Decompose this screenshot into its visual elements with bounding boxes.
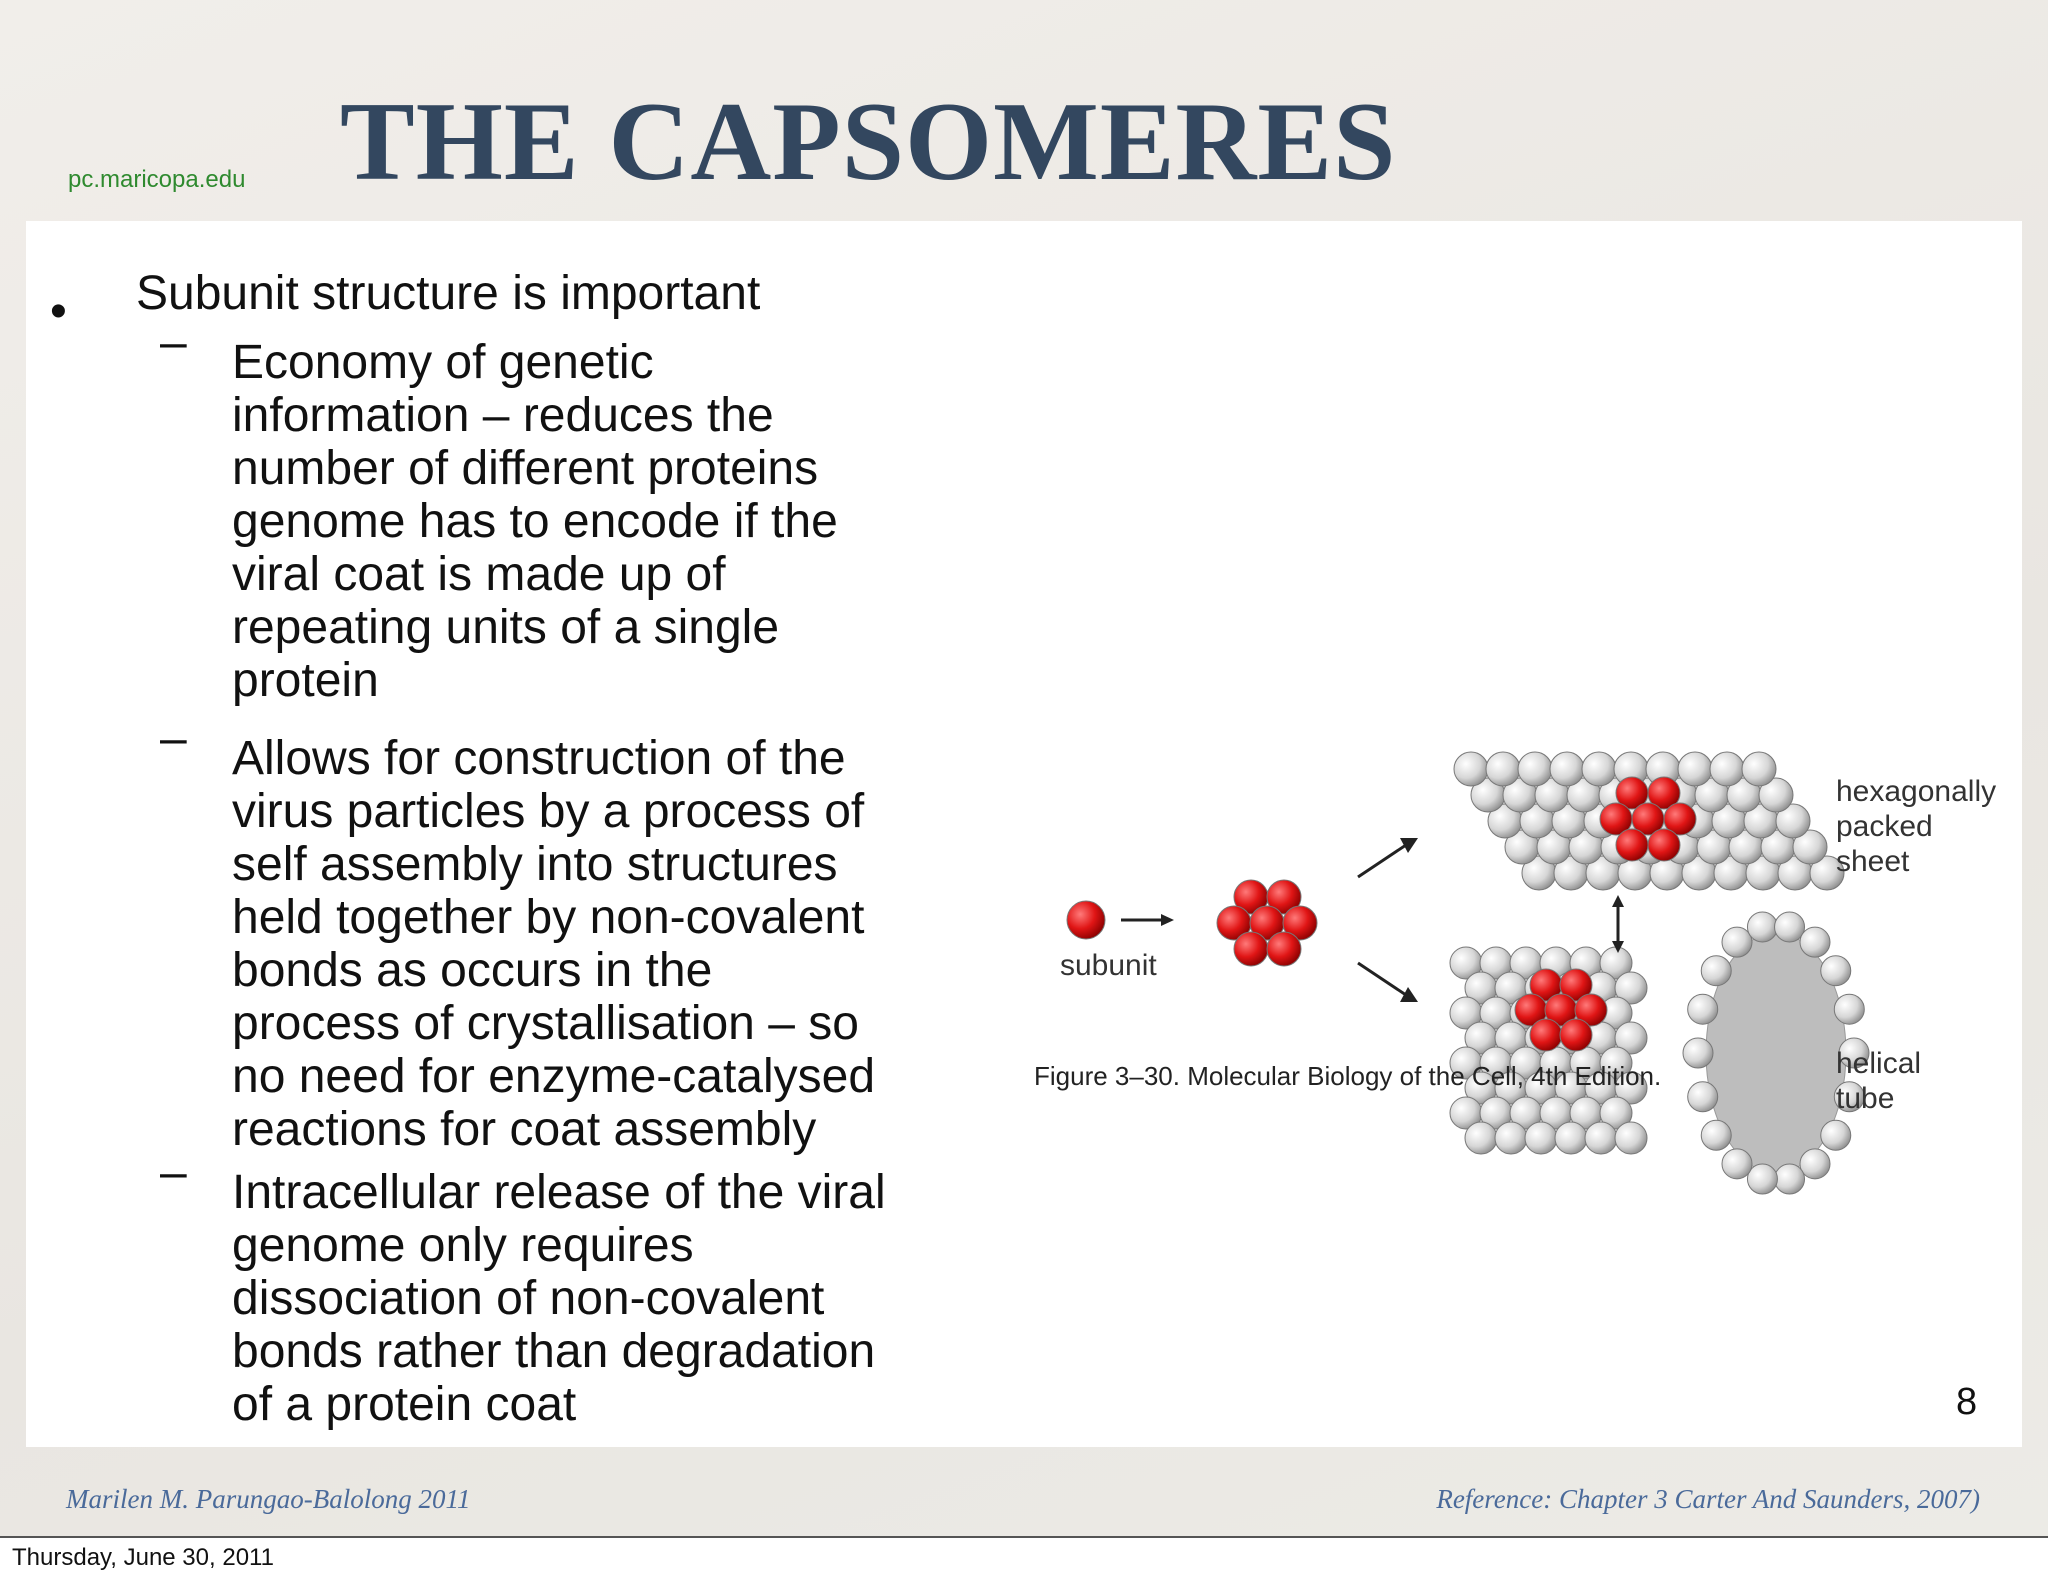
sub-bullet-dash: – (160, 1146, 187, 1199)
sheet-red-sphere (1663, 802, 1697, 836)
footer-reference: Reference: Chapter 3 Carter And Saunders… (1436, 1484, 1980, 1514)
sheet-sphere (1677, 751, 1713, 787)
print-date: Thursday, June 30, 2011 (12, 1544, 274, 1571)
tube-rim-sphere (1774, 1163, 1806, 1195)
cluster-sphere (1282, 905, 1318, 941)
sheet-sphere (1453, 751, 1489, 787)
sub-bullet-economy: Economy of genetic information – reduces… (232, 336, 838, 707)
hexagonal-sheet (1453, 751, 1845, 891)
sheet-sphere (1792, 829, 1828, 865)
page-number: 8 (1956, 1381, 1978, 1423)
tube-rim-sphere (1799, 926, 1831, 958)
tube-rim-sphere (1833, 1081, 1865, 1113)
tube-sphere (1584, 1121, 1618, 1155)
footer-author: Marilen M. Parungao-Balolong 2011 (66, 1484, 471, 1514)
tube-sphere (1554, 1121, 1588, 1155)
slide-title: THE CAPSOMERES (340, 80, 1397, 204)
tube-rim-sphere (1833, 993, 1865, 1025)
tube-sphere (1614, 1021, 1648, 1055)
tube-sphere (1614, 1071, 1648, 1105)
sheet-red-sphere (1615, 828, 1649, 862)
figure-caption: Figure 3–30. Molecular Biology of the Ce… (1034, 1061, 1662, 1091)
tube-sphere (1464, 1121, 1498, 1155)
arrowhead-icon (1612, 941, 1624, 953)
sheet-sphere (1709, 751, 1745, 787)
content-panel: • Subunit structure is important – Econo… (26, 221, 2022, 1447)
arrows (1121, 838, 1624, 1002)
tube-rim-sphere (1687, 993, 1719, 1025)
cluster-sphere (1233, 931, 1269, 967)
tube-sphere (1494, 1121, 1528, 1155)
tube-red-sphere (1574, 993, 1608, 1027)
tube-red-sphere (1559, 968, 1593, 1002)
tube-rim-sphere (1721, 926, 1753, 958)
tube-rim-sphere (1687, 1081, 1719, 1113)
tube-rim-sphere (1746, 1163, 1778, 1195)
sheet-sphere (1809, 855, 1845, 891)
source-label: pc.maricopa.edu (68, 166, 246, 193)
arrow-to-tube (1357, 961, 1407, 997)
tube-rim-sphere (1799, 1148, 1831, 1180)
tube-rim-sphere (1746, 911, 1778, 943)
tube-sphere (1599, 1096, 1633, 1130)
tube-rim-sphere (1820, 955, 1852, 987)
tube-rim-sphere (1700, 1119, 1732, 1151)
arrowhead-icon (1400, 838, 1418, 853)
slide: pc.maricopa.edu THE CAPSOMERES • Subunit… (0, 0, 2048, 1536)
tube-red-sphere (1529, 1018, 1563, 1052)
arrowhead-icon (1400, 987, 1418, 1002)
sub-bullet-assembly: Allows for construction of the virus par… (232, 732, 876, 1156)
sheet-sphere (1741, 751, 1777, 787)
arrow-to-sheet (1357, 843, 1407, 879)
tube-red-sphere (1559, 1018, 1593, 1052)
sub-bullet-release: Intracellular release of the viral genom… (232, 1166, 886, 1431)
tube-rim-sphere (1700, 955, 1732, 987)
tube-sphere (1524, 1121, 1558, 1155)
sheet-sphere (1758, 777, 1794, 813)
tube-rim-sphere (1682, 1037, 1714, 1069)
arrowhead-icon (1612, 895, 1624, 907)
sub-bullet-dash: – (160, 316, 187, 369)
bullet-dot: • (50, 285, 67, 338)
main-bullet: Subunit structure is important (136, 267, 761, 320)
sheet-red-sphere (1647, 776, 1681, 810)
cluster-sphere (1266, 931, 1302, 967)
sheet-sphere (1549, 751, 1585, 787)
date-bar (0, 1536, 2048, 1578)
sheet-sphere (1775, 803, 1811, 839)
sheet-sphere (1581, 751, 1617, 787)
sheet-red-sphere (1647, 828, 1681, 862)
cluster-sphere (1266, 879, 1302, 915)
subunit-sphere (1066, 900, 1106, 940)
tube-rim-sphere (1820, 1119, 1852, 1151)
tube-sphere (1614, 971, 1648, 1005)
arrowhead-icon (1161, 914, 1174, 926)
tube-rim-sphere (1721, 1148, 1753, 1180)
sheet-sphere (1517, 751, 1553, 787)
red-subunits (1066, 776, 1697, 1052)
tube-rim-sphere (1838, 1037, 1870, 1069)
sub-bullet-dash: – (160, 712, 187, 765)
tube-sphere (1599, 1046, 1633, 1080)
label-subunit: subunit (1060, 949, 1157, 982)
sheet-sphere (1485, 751, 1521, 787)
tube-sphere (1614, 1121, 1648, 1155)
helical-tube (1449, 911, 1870, 1195)
tube-rim-sphere (1774, 911, 1806, 943)
